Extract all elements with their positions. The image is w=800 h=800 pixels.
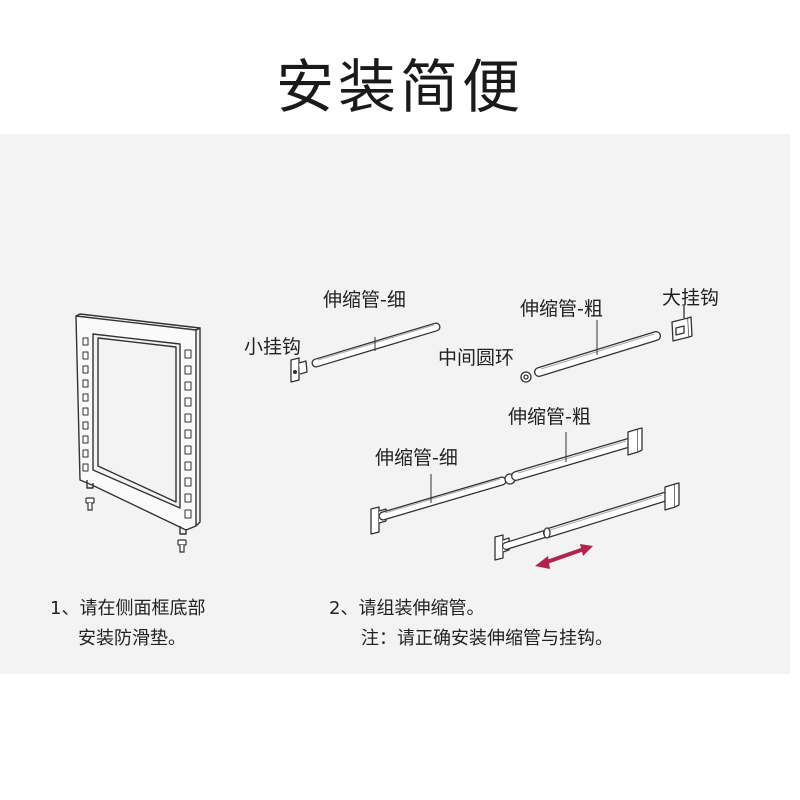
label-thin-tube-mid: 伸缩管-细	[375, 447, 458, 469]
frame-icon	[75, 313, 201, 535]
hook-icon	[664, 482, 680, 511]
tube-icon	[534, 320, 661, 377]
ring-icon	[520, 371, 532, 383]
step2-line1: 2、请组装伸缩管。	[329, 598, 485, 619]
hook-icon	[290, 357, 308, 383]
label-big-hook: 大挂钩	[662, 287, 720, 309]
label-thick-tube-mid: 伸缩管-粗	[508, 406, 591, 428]
anti-slip-pad-icon	[177, 539, 187, 553]
step2-line2: 注：请正确安装伸缩管与挂钩。	[361, 628, 613, 649]
hook-icon	[671, 306, 693, 342]
hook-icon	[370, 506, 387, 535]
tube-icon	[378, 474, 507, 521]
label-thin-tube-top: 伸缩管-细	[323, 289, 406, 311]
page-title: 安装简便	[275, 53, 524, 121]
tube-icon	[311, 322, 441, 368]
tube-icon	[511, 432, 633, 481]
tube-icon	[502, 492, 669, 550]
anti-slip-pad-icon	[85, 497, 95, 511]
step1-line2: 安装防滑垫。	[78, 628, 186, 649]
hook-icon	[627, 427, 643, 456]
double-arrow-icon	[535, 544, 593, 569]
step1-line1: 1、请在侧面框底部	[50, 598, 206, 619]
label-thick-tube-top: 伸缩管-粗	[520, 298, 603, 320]
label-middle-ring: 中间圆环	[438, 347, 515, 369]
label-small-hook: 小挂钩	[244, 336, 302, 358]
